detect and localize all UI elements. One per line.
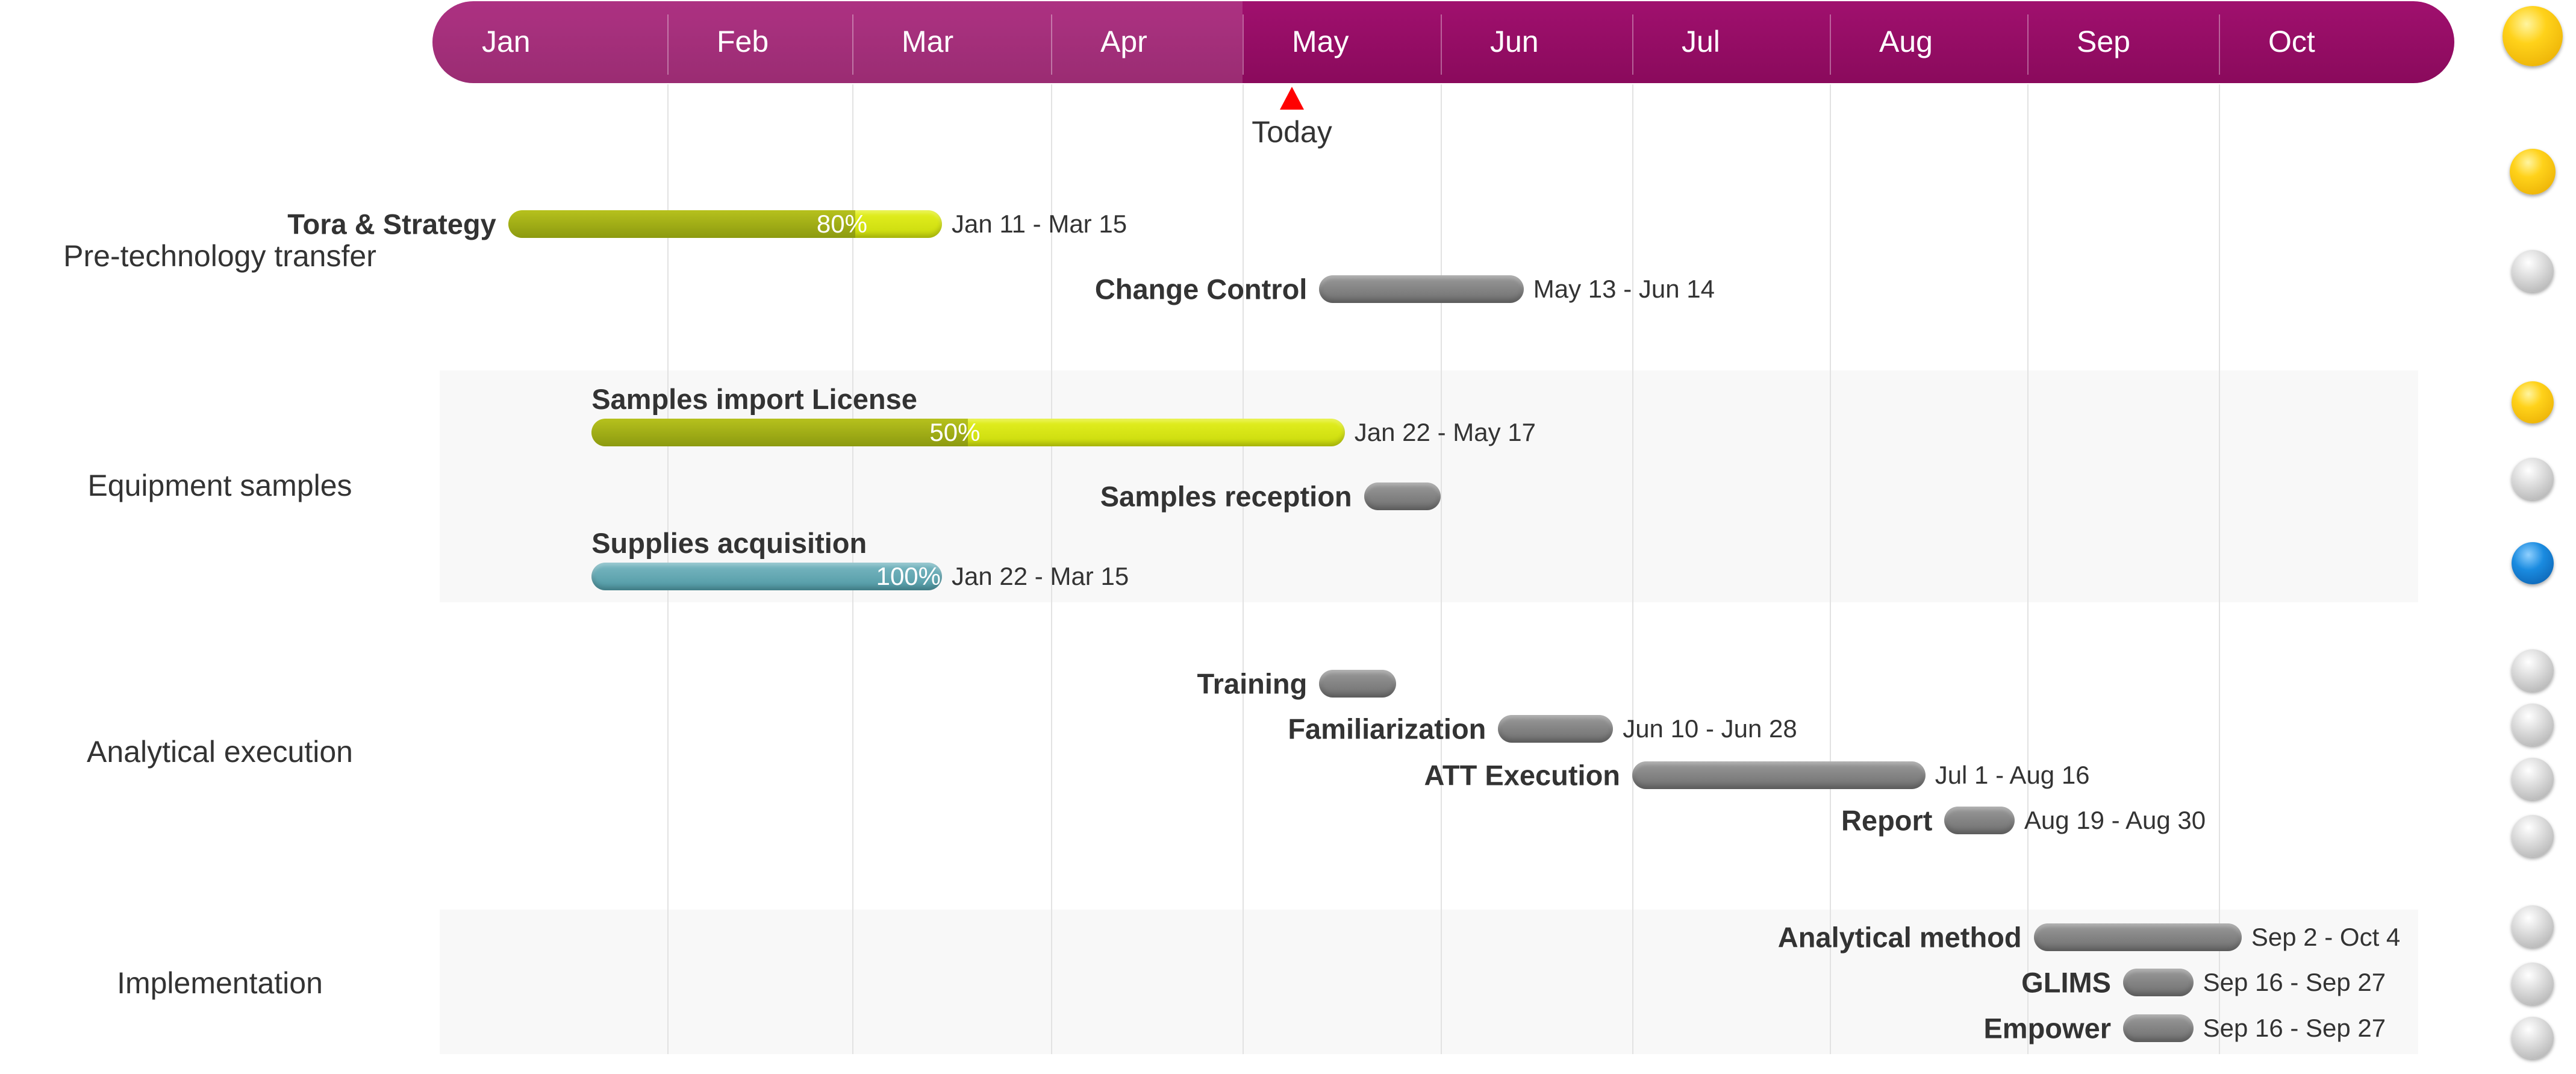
task-bar[interactable]	[2123, 1014, 2194, 1042]
timeline-header: Jan Feb Mar Apr May Jun Jul Aug Sep Oct	[432, 1, 2454, 83]
elapsed-period	[432, 1, 1243, 83]
task-percent: 100%	[876, 562, 941, 590]
month-divider	[2219, 14, 2220, 75]
month-divider	[1830, 14, 1831, 75]
task-dates: Aug 19 - Aug 30	[2024, 806, 2206, 834]
task-percent: 50%	[929, 419, 981, 446]
month-label: Sep	[2077, 25, 2130, 58]
task-dates: Jan 22 - May 17	[1354, 418, 1536, 446]
task-bar[interactable]: 80%	[508, 210, 943, 238]
task-dates: Sep 16 - Sep 27	[2203, 968, 2386, 996]
month-label: Feb	[717, 25, 769, 58]
month-divider	[852, 14, 853, 75]
month-gridline	[1243, 84, 1244, 1054]
status-indicator-grey	[2512, 963, 2554, 1005]
task-dates: Jun 10 - Jun 28	[1623, 714, 1797, 743]
task-name: Supplies acquisition	[591, 527, 867, 559]
status-indicator-grey	[2512, 758, 2554, 800]
task-bar[interactable]: 50%	[591, 419, 1345, 446]
status-indicator-grey	[2512, 649, 2554, 692]
status-indicator-yellow	[2503, 6, 2563, 66]
month-label: Aug	[1879, 25, 1933, 58]
task-bar[interactable]: 100%	[591, 562, 943, 590]
month-label: Jan	[482, 25, 531, 58]
task-percent: 80%	[816, 210, 867, 238]
status-indicator-grey	[2512, 458, 2554, 500]
task-bar[interactable]	[1364, 482, 1441, 510]
task-name: Samples import License	[591, 383, 917, 415]
month-label: Apr	[1100, 25, 1147, 58]
task-dates: Sep 2 - Oct 4	[2251, 923, 2401, 951]
swimlane-label: Implementation	[117, 966, 323, 1000]
month-gridline	[1051, 84, 1052, 1054]
month-label: Oct	[2268, 25, 2315, 58]
month-label: Jul	[1682, 25, 1720, 58]
month-gridline	[1441, 84, 1442, 1054]
task-name: Tora & Strategy	[287, 208, 496, 240]
task-name: Familiarization	[1288, 713, 1486, 745]
task-bar[interactable]	[2033, 923, 2242, 951]
status-indicator-grey	[2512, 815, 2554, 857]
task-dates: Sep 16 - Sep 27	[2203, 1014, 2386, 1042]
task-dates: Jan 22 - Mar 15	[952, 562, 1129, 590]
task-name: Report	[1841, 804, 1933, 837]
month-label: Mar	[902, 25, 954, 58]
task-bar[interactable]	[1319, 275, 1524, 303]
task-bar[interactable]	[1632, 761, 1926, 789]
task-name: Change Control	[1094, 273, 1308, 305]
task-name: Training	[1197, 667, 1308, 700]
task-dates: May 13 - Jun 14	[1533, 275, 1715, 303]
month-divider	[1441, 14, 1442, 75]
task-dates: Jan 11 - Mar 15	[952, 210, 1127, 238]
month-divider	[1632, 14, 1633, 75]
task-bar[interactable]	[2123, 969, 2194, 996]
status-indicator-grey	[2512, 905, 2554, 948]
swimlane-label: Pre-technology transfer	[63, 239, 376, 273]
task-bar[interactable]	[1944, 807, 2015, 834]
task-name: GLIMS	[2021, 966, 2111, 999]
task-name: Analytical method	[1777, 921, 2022, 954]
task-progress-fill	[591, 419, 968, 446]
swimlane-label: Equipment samples	[87, 469, 352, 502]
task-bar[interactable]	[1498, 715, 1614, 743]
task-name: Empower	[1983, 1012, 2111, 1044]
month-divider	[2027, 14, 2029, 75]
month-label: Jun	[1490, 25, 1539, 58]
today-marker	[1280, 87, 1304, 110]
status-indicator-grey	[2512, 250, 2554, 292]
month-divider	[1051, 14, 1052, 75]
today-label: Today	[1252, 115, 1332, 149]
month-gridline	[2219, 84, 2220, 1054]
month-gridline	[2027, 84, 2029, 1054]
task-dates: Jul 1 - Aug 16	[1935, 761, 2090, 789]
status-indicator-yellow	[2510, 149, 2556, 195]
status-indicator-yellow	[2512, 381, 2554, 423]
month-gridline	[1632, 84, 1633, 1054]
task-name: Samples reception	[1100, 480, 1352, 513]
swimlane-label: Analytical execution	[87, 735, 353, 769]
status-indicator-grey	[2512, 1017, 2554, 1059]
task-progress-fill	[508, 210, 855, 238]
task-bar[interactable]	[1319, 670, 1396, 698]
month-label: May	[1292, 25, 1349, 58]
month-gridline	[1830, 84, 1831, 1054]
task-name: ATT Execution	[1424, 759, 1620, 791]
month-divider	[1243, 14, 1244, 75]
month-divider	[667, 14, 669, 75]
status-indicator-grey	[2512, 704, 2554, 746]
status-indicator-blue	[2512, 542, 2554, 584]
